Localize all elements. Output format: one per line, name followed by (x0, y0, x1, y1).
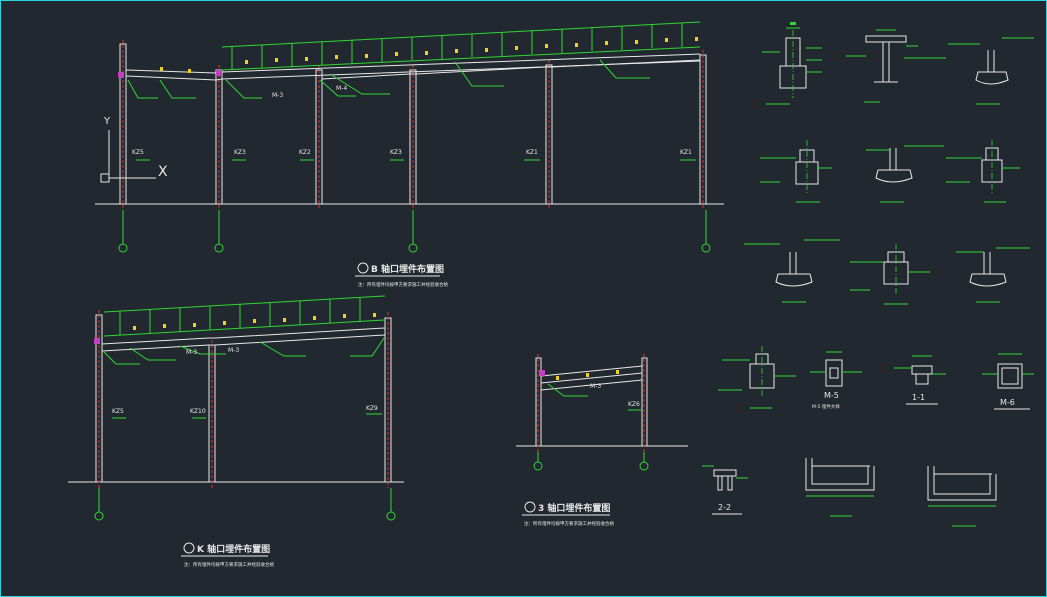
upper-col-tag-4: KZ3 (390, 149, 402, 156)
axes-x-label: X (158, 164, 168, 180)
upper-col-tag-6: KZ1 (680, 149, 692, 156)
upper-leaders (127, 59, 696, 161)
upper-truss-ticks (231, 23, 683, 70)
m5-plate (825, 359, 843, 387)
lower-mid-title: 3 轴口埋件布置图 (538, 502, 610, 514)
upper-col-tag-2: KZ3 (234, 149, 246, 156)
upper-elevation: KZ5 KZ3 KZ2 KZ3 KZ1 KZ1 M-3 M-4 B 轴口埋件布置… (95, 21, 724, 288)
lower-mid-axis-bubbles (533, 452, 649, 471)
upper-beam-tag-1: M-3 (272, 92, 283, 99)
detail-row-3 (744, 239, 1030, 305)
lower-left-col-tag-1: KZ5 (112, 408, 124, 415)
section-1-1-label: 1-1 (912, 393, 925, 402)
upper-yellow-marks (160, 37, 698, 73)
lower-left-title: K 轴口埋件布置图 (197, 543, 270, 555)
lower-left-col-tag-3: KZ9 (366, 405, 378, 412)
lower-left-note: 注：所有埋件均按甲方要求施工并经验收合格 (184, 561, 274, 568)
lower-mid-elevation: M-3 KZ6 3 轴口埋件布置图 注：所有埋件均按甲方要求施工并经验收合格 (516, 354, 688, 527)
detail-row-1 (762, 22, 1034, 105)
lower-mid-title-bubble (524, 501, 536, 513)
axes-y-label: Y (103, 116, 111, 127)
upper-col-tag-1: KZ5 (132, 149, 144, 156)
lower-left-elevation: KZ5 KZ10 KZ9 M-3 M-3 K 轴口埋件布置图 注：所有埋件均按甲… (68, 295, 404, 568)
lower-left-title-bubble (183, 542, 195, 554)
lower-left-leaders (103, 337, 385, 419)
upper-anchor-mark (118, 72, 124, 78)
lower-left-beam-tag-2: M-3 (228, 347, 239, 354)
lower-left-truss-ticks (119, 298, 361, 335)
m6-label: M-6 (1000, 398, 1015, 407)
upper-title: B 轴口埋件布置图 (371, 263, 444, 275)
lower-mid-col-tag: KZ6 (628, 401, 640, 408)
upper-anchor-mark-2 (216, 70, 222, 76)
axes-symbol: Y X (100, 116, 168, 183)
detail-row-5: 2-2 (702, 458, 997, 527)
lower-mid-beam-tag: M-3 (590, 383, 601, 390)
lower-mid-note: 注：所有埋件均按甲方要求施工并经验收合格 (524, 520, 614, 527)
m5-caption: M-5 埋件大样 (812, 403, 840, 410)
lower-left-axis-bubbles (94, 488, 396, 521)
lower-mid-yellow-marks (556, 370, 619, 380)
lower-left-yellow-marks (133, 313, 376, 330)
upper-beam-tag-2: M-4 (336, 85, 347, 92)
detail-row-2 (760, 140, 1020, 203)
m5-label: M-5 (824, 391, 839, 400)
lower-mid-leaders (547, 383, 642, 411)
upper-axis-bubbles (118, 210, 711, 253)
upper-columns (119, 40, 707, 210)
upper-col-tag-5: KZ1 (526, 149, 538, 156)
lower-left-beam-tag-1: M-3 (186, 349, 197, 356)
lower-left-anchor-mark (94, 338, 100, 344)
lower-left-col-tag-2: KZ10 (190, 408, 206, 415)
upper-note: 注：所有埋件均按甲方要求施工并经验收合格 (358, 281, 448, 288)
upper-title-bubble (357, 262, 369, 274)
lower-mid-anchor-mark (539, 370, 545, 376)
upper-col-tag-3: KZ2 (299, 149, 311, 156)
section-2-2-label: 2-2 (718, 503, 731, 512)
detail-row-4: M-5 M-5 埋件大样 1-1 M-6 (718, 346, 1034, 410)
